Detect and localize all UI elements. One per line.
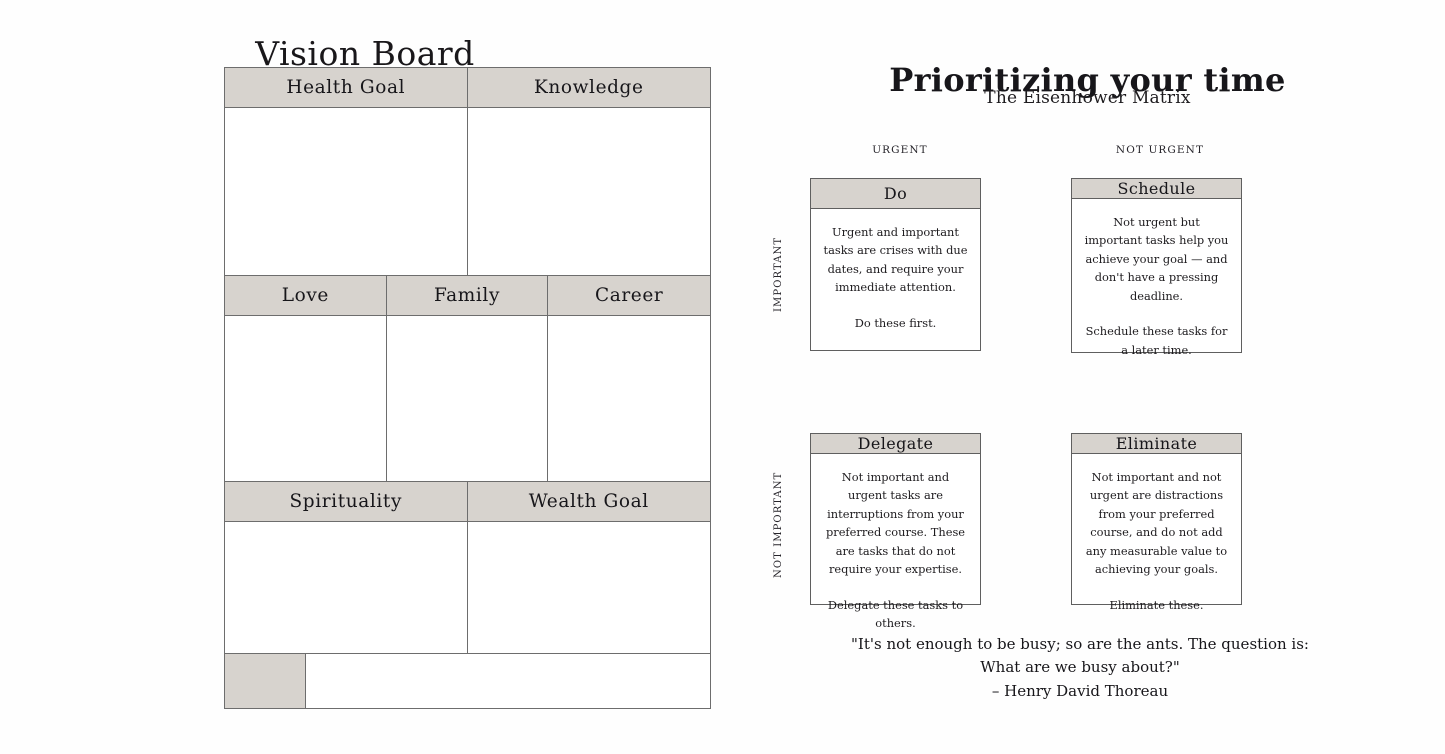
quadrant-heading-do: Do (811, 179, 980, 209)
table-row (225, 522, 710, 655)
vision-footer-swatch[interactable] (225, 654, 307, 708)
quadrant-description: Not important and not urgent are distrac… (1085, 470, 1228, 577)
quadrant-action: Do these first. (854, 315, 937, 330)
vision-field-knowledge[interactable] (467, 108, 710, 276)
table-row (225, 315, 710, 483)
matrix-quadrant-schedule[interactable]: Schedule Not urgent but important tasks … (1071, 178, 1242, 357)
quadrant-heading-eliminate: Eliminate (1072, 434, 1241, 454)
quadrant-action: Delegate these tasks to others. (827, 597, 964, 631)
vision-field-family[interactable] (386, 315, 549, 483)
vision-cell-health-goal[interactable]: Health Goal (225, 68, 468, 108)
matrix-quadrant-eliminate[interactable]: Eliminate Not important and not urgent a… (1071, 433, 1242, 612)
vision-cell-label: Spirituality (289, 491, 402, 513)
quadrant-heading-schedule: Schedule (1072, 179, 1241, 199)
quadrant-description: Not important and urgent tasks are inter… (825, 470, 966, 577)
quadrant-heading-text: Eliminate (1115, 434, 1198, 453)
vision-field-spirituality[interactable] (225, 522, 468, 655)
vision-field-health-goal[interactable] (225, 108, 468, 276)
matrix-column-label-urgent: URGENT (872, 144, 928, 156)
vision-field-wealth-goal[interactable] (467, 522, 710, 655)
vision-cell-wealth-goal[interactable]: Wealth Goal (467, 482, 710, 523)
quadrant-heading-text: Do (883, 184, 908, 203)
matrix-subtitle: The Eisenhower Matrix (984, 88, 1191, 108)
quadrant-body-schedule: Not urgent but important tasks help you … (1072, 199, 1241, 367)
vision-board-panel: Vision Board Health Goal Knowledge (224, 34, 711, 709)
quadrant-heading-text: Delegate (857, 434, 934, 453)
vision-cell-label: Health Goal (286, 77, 406, 98)
matrix-quadrant-do[interactable]: Do Urgent and important tasks are crises… (810, 178, 981, 351)
matrix-row-label-not-important: NOT IMPORTANT (773, 471, 784, 579)
quadrant-body-delegate: Not important and urgent tasks are inter… (811, 454, 980, 641)
vision-cell-spirituality[interactable]: Spirituality (225, 482, 468, 523)
table-row (225, 654, 710, 708)
eisenhower-matrix-panel: Prioritizing your time The Eisenhower Ma… (730, 0, 1445, 754)
vision-board-table: Health Goal Knowledge Love (224, 67, 711, 709)
matrix-row-label-important: IMPORTANT (773, 236, 784, 312)
quadrant-description: Not urgent but important tasks help you … (1084, 215, 1229, 303)
matrix-column-label-not-urgent: NOT URGENT (1115, 144, 1205, 156)
matrix-quadrant-delegate[interactable]: Delegate Not important and urgent tasks … (810, 433, 981, 630)
quote-attribution: – Henry David Thoreau (991, 681, 1169, 700)
quadrant-body-do: Urgent and important tasks are crises wi… (811, 209, 980, 350)
table-row (225, 108, 710, 276)
vision-cell-career[interactable]: Career (548, 275, 710, 316)
matrix-title: Prioritizing your time (889, 61, 1286, 100)
vision-cell-label: Career (594, 284, 664, 306)
vision-cell-family[interactable]: Family (386, 275, 549, 316)
quadrant-body-eliminate: Not important and not urgent are distrac… (1072, 454, 1241, 622)
quadrant-action: Schedule these tasks for a later time. (1085, 324, 1228, 357)
table-row: Spirituality Wealth Goal (225, 482, 710, 523)
table-row: Health Goal Knowledge (225, 68, 710, 108)
table-row: Love Family Career (225, 275, 710, 316)
vision-cell-label: Love (281, 284, 329, 306)
vision-cell-love[interactable]: Love (225, 275, 387, 316)
quadrant-heading-delegate: Delegate (811, 434, 980, 454)
quadrant-description: Urgent and important tasks are crises wi… (823, 225, 968, 295)
quote-text: "It's not enough to be busy; so are the … (851, 635, 1309, 677)
matrix-quote: "It's not enough to be busy; so are the … (830, 633, 1330, 703)
vision-footer-field[interactable] (306, 654, 710, 708)
quadrant-heading-text: Schedule (1117, 179, 1196, 198)
vision-cell-label: Knowledge (533, 77, 644, 98)
vision-cell-label: Family (433, 284, 500, 306)
vision-board-title: Vision Board (255, 34, 475, 74)
vision-field-love[interactable] (225, 315, 387, 483)
vision-field-career[interactable] (548, 315, 710, 483)
vision-cell-knowledge[interactable]: Knowledge (467, 68, 710, 108)
vision-cell-label: Wealth Goal (528, 491, 649, 513)
quadrant-action: Eliminate these. (1109, 597, 1204, 612)
